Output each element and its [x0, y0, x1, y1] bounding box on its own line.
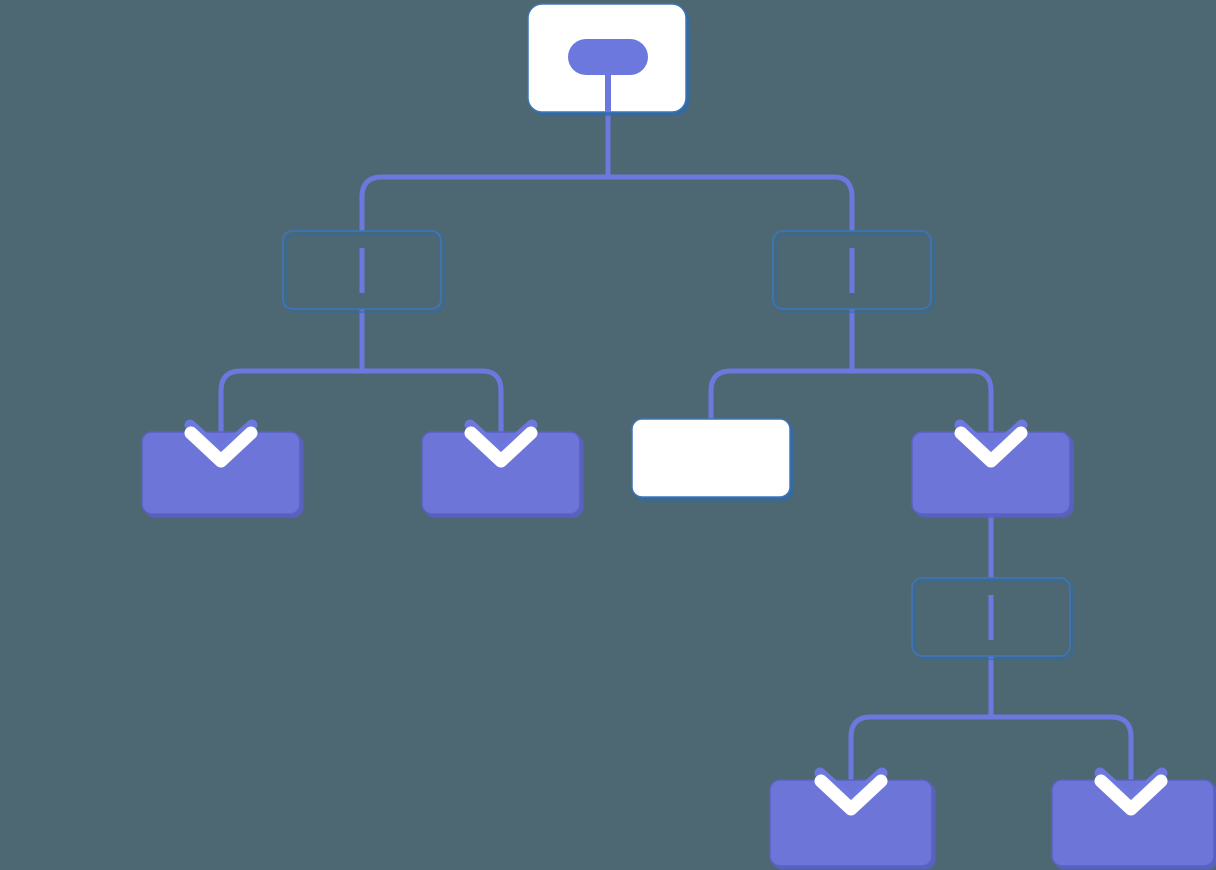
connector-root-to-branches [359, 112, 855, 231]
connector-left-branch-to-leaves [218, 309, 504, 436]
leaf-node-7[interactable] [1051, 779, 1215, 867]
root-pill-icon [568, 39, 648, 75]
connector-right-branch-to-children [708, 309, 994, 436]
branch-node-4[interactable] [911, 431, 1071, 515]
white-leaf-node-3-body[interactable] [631, 418, 791, 498]
connector-layer [218, 112, 1134, 784]
leaf-node-6[interactable] [769, 779, 933, 867]
branch-node-right-body[interactable] [772, 230, 932, 310]
leaf-node-2[interactable] [421, 431, 581, 515]
leaf-node-7-body[interactable] [1051, 779, 1215, 867]
leaf-node-1[interactable] [141, 431, 301, 515]
leaf-node-6-body[interactable] [769, 779, 933, 867]
branch-node-5-body[interactable] [911, 577, 1071, 657]
branch-node-4-body[interactable] [911, 431, 1071, 515]
branch-node-left[interactable] [282, 230, 442, 310]
white-leaf-node-3[interactable] [631, 418, 791, 498]
branch-node-right[interactable] [772, 230, 932, 310]
connector-through-card-layer [359, 248, 994, 640]
leaf-node-2-body[interactable] [421, 431, 581, 515]
leaf-node-1-body[interactable] [141, 431, 301, 515]
connector-node5-to-leaves [848, 656, 1134, 784]
root-node[interactable] [527, 3, 687, 113]
root-stem-icon [605, 70, 611, 112]
branch-node-5[interactable] [911, 577, 1071, 657]
branch-node-left-body[interactable] [282, 230, 442, 310]
